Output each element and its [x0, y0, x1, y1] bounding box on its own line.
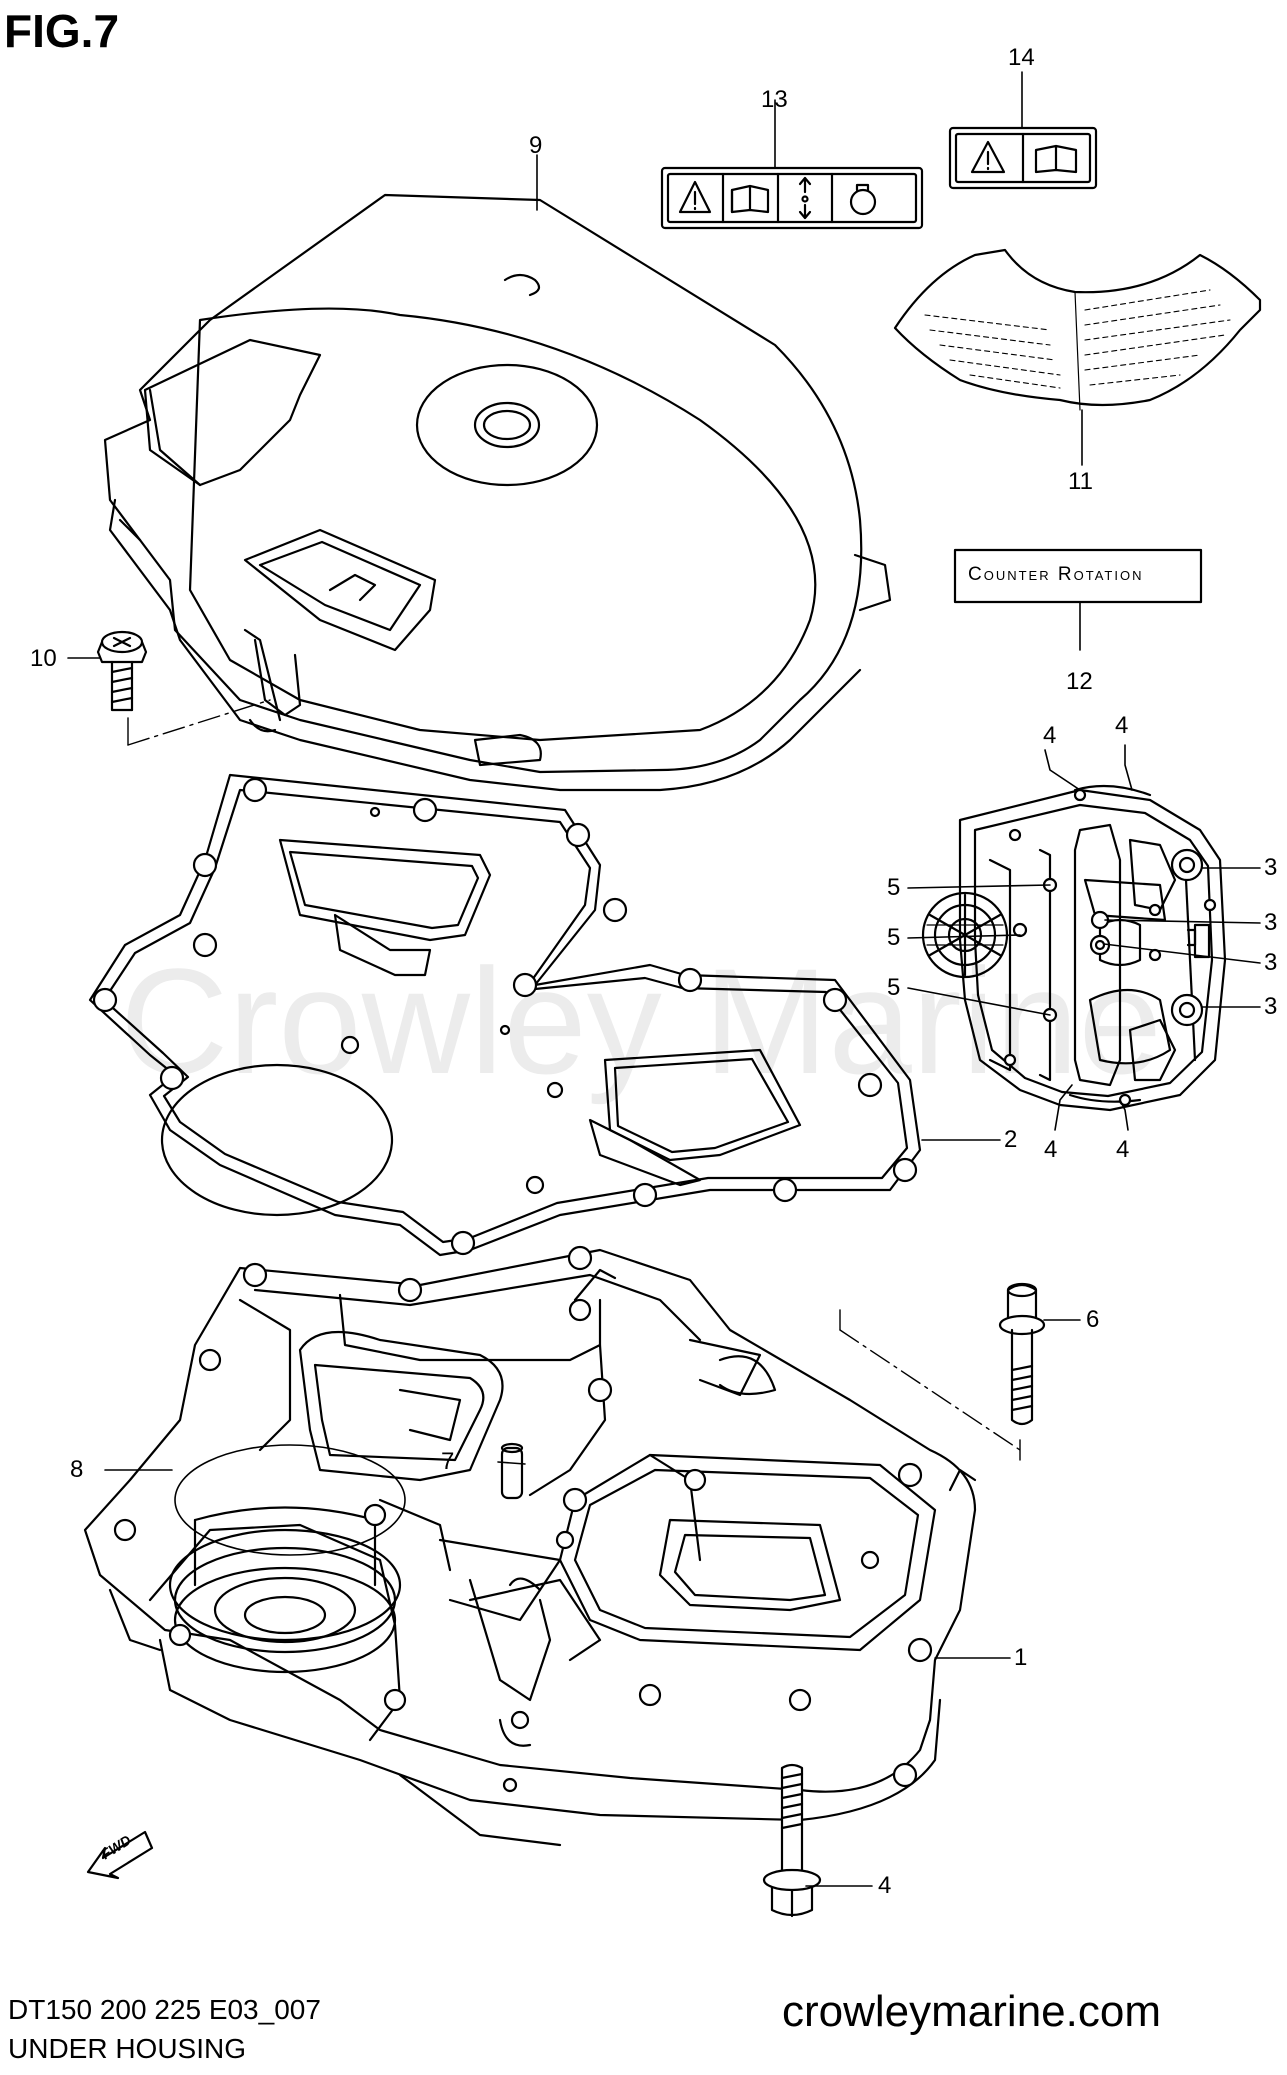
part-8-o-ring [174, 1444, 406, 1556]
callout-3-d: 3 [1264, 993, 1278, 1020]
manual-book-icon [730, 184, 770, 214]
callout-4-lower-left: 4 [1044, 1136, 1058, 1163]
callout-5-middle: 5 [887, 924, 901, 951]
callout-2: 2 [1004, 1126, 1018, 1153]
part-7-dowel-pin [500, 1442, 524, 1500]
callout-9: 9 [529, 132, 543, 159]
part-10-bolt [96, 630, 148, 712]
outlet-ring [168, 1506, 402, 1674]
callout-8: 8 [70, 1456, 84, 1483]
callout-10: 10 [30, 645, 57, 672]
engine-icon [849, 183, 877, 216]
part-14-warning-label [948, 126, 1098, 190]
callout-11: 11 [1068, 468, 1093, 495]
callout-7: 7 [441, 1448, 455, 1475]
warning-triangle-icon [678, 180, 712, 214]
warning-triangle-icon [970, 140, 1006, 174]
part-4-bolt [762, 1763, 822, 1918]
decal-text: Counter Rotation [968, 564, 1144, 585]
callout-4-upper-right: 4 [1115, 712, 1129, 739]
callout-6: 6 [1086, 1306, 1100, 1333]
part-13-warning-label [660, 166, 924, 230]
alignment-lines [127, 699, 1021, 1451]
part-9-flywheel-cover [103, 193, 892, 792]
watermark: Crowley Marine [120, 937, 1162, 1105]
tilt-arrows-icon [798, 176, 812, 220]
part-2-gasket [88, 773, 922, 1257]
figure-title: FIG.7 [4, 5, 120, 57]
section-name: UNDER HOUSING [8, 2033, 247, 2064]
callout-1: 1 [1014, 1644, 1028, 1671]
model-code: DT150 200 225 E03_007 [8, 1994, 321, 2025]
site-url: crowleymarine.com [782, 1987, 1161, 2036]
callout-5-bottom: 5 [887, 974, 901, 1001]
manual-book-icon [1034, 144, 1078, 174]
callout-3-c: 3 [1264, 949, 1278, 976]
callout-4-lower-right: 4 [1116, 1136, 1130, 1163]
callout-4-upper-left: 4 [1043, 722, 1057, 749]
callout-5-top: 5 [887, 874, 901, 901]
callout-3-a: 3 [1264, 854, 1278, 881]
part-6-bolt [998, 1282, 1046, 1426]
callout-14: 14 [1008, 44, 1035, 71]
part-1-under-housing [83, 1245, 977, 1847]
callout-3-b: 3 [1264, 909, 1278, 936]
callout-12: 12 [1066, 668, 1093, 695]
part-12-counter-rotation-decal [953, 548, 1203, 604]
callout-13: 13 [761, 86, 788, 113]
leader-lines [67, 71, 1261, 1887]
callout-4-bottom-bolt: 4 [878, 1872, 892, 1899]
fwd-arrow-icon [86, 1830, 154, 1880]
part-11-caution-label [893, 248, 1262, 411]
detail-cover-plate [921, 784, 1227, 1112]
